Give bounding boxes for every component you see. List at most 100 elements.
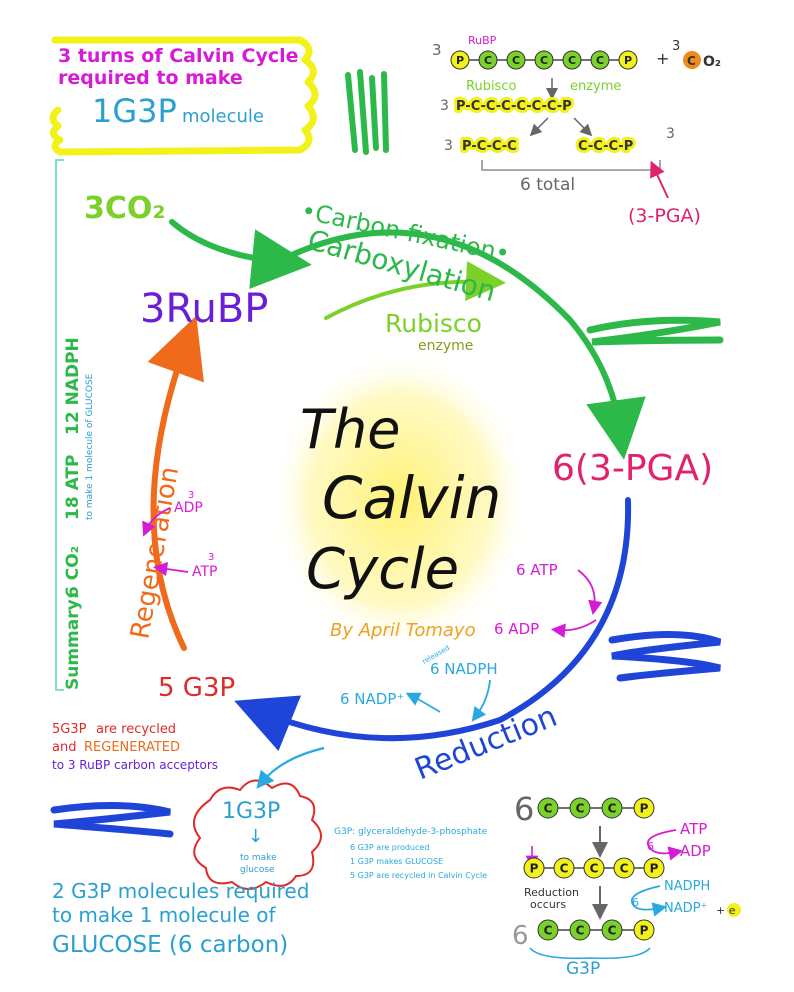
atom-label: P [624, 54, 632, 67]
split-left-chain: P-C-C-C [459, 136, 520, 157]
turns-note-big: 1G3P [92, 92, 177, 130]
total-bracket [481, 160, 661, 171]
atom-label: C [576, 923, 585, 937]
center-title: The Calvin Cycle By April Tomayo [270, 350, 530, 650]
regen-atp-arrow [152, 561, 189, 577]
recycle-line1a: 5G3P [52, 722, 87, 737]
chain-text: P-C-C-C-C-C-C-P [456, 99, 572, 114]
rubp-node: 3RuBP [140, 286, 268, 332]
def-line1: G3P: glyceraldehyde-3-phosphate [334, 827, 488, 837]
atom-label: C [590, 861, 599, 875]
rubp-plus: + [656, 49, 669, 68]
atom-label: C [544, 801, 553, 815]
br-six-a: 6 [647, 840, 654, 853]
cloud-g3p: 1G3P [222, 799, 280, 824]
adp-output-arrow [550, 619, 597, 638]
summary-atp: 18 ATP [63, 455, 83, 520]
fixation-arc [259, 229, 646, 460]
summary-bracket [55, 159, 64, 691]
g3p-definition: G3P: glyceraldehyde-3-phosphate 6 G3P ar… [334, 827, 488, 880]
atom-label: C [512, 54, 520, 67]
co2-oxygen: O₂ [703, 54, 721, 70]
summary-panel: Summary: 6 CO₂ 18 ATP 12 NADPH to make 1… [55, 159, 95, 691]
rubisco-enzyme-label: enzyme [418, 338, 473, 354]
blue-scribble-right [608, 630, 722, 682]
co2-entry-arrow [169, 219, 312, 289]
atom-label: C [568, 54, 576, 67]
regen-adp: ADP [174, 500, 203, 516]
regen-atp: ATP [192, 564, 217, 580]
br-six-c: 6 [512, 921, 529, 951]
br-plus-e: + e [716, 904, 736, 917]
atom-label: C [608, 923, 617, 937]
glucose-line3: GLUCOSE (6 carbon) [52, 932, 288, 958]
br-reduction-2: occurs [530, 898, 566, 911]
rubp-tag: RuBP [468, 34, 497, 47]
split-arrow-left [529, 117, 549, 137]
six-carbon-chain: P-C-C-C-C-C-C-P [453, 96, 575, 117]
green-scribble-right [586, 316, 724, 346]
regen-adp-count: 3 [188, 490, 194, 501]
phosphate-atom [643, 857, 665, 879]
br-adp: ADP [680, 842, 711, 860]
atom-label: C [544, 923, 553, 937]
phosphate-atom [618, 50, 638, 70]
co2-carbon: C [687, 54, 696, 68]
title-cycle: Cycle [306, 537, 459, 602]
nadph-input: 6 NADPH [430, 660, 498, 678]
br-reduction-1: Reduction [524, 886, 579, 899]
glucose-line2: to make 1 molecule of [52, 903, 276, 927]
def-line4: 5 G3P are recycled in Calvin Cycle [350, 871, 487, 880]
electron-dot [727, 903, 741, 917]
br-six-b: 6 [632, 896, 639, 909]
chain-text: P-C-C-C [462, 139, 517, 154]
atom-label: C [596, 54, 604, 67]
detail-big6: 6 [514, 790, 534, 828]
def-line2: 6 G3P are produced [350, 843, 429, 852]
title-byline: By April Tomayo [330, 620, 476, 641]
co2-carbon-atom [683, 51, 701, 69]
atom-label: C [484, 54, 492, 67]
atp-input-arrow [577, 569, 603, 616]
co2-input: 3CO₂ [84, 191, 166, 226]
atom-label: P [640, 923, 649, 937]
nadph-arrow [471, 679, 491, 722]
regeneration-label: Regeneration [125, 464, 185, 641]
recycle-line2a: and [52, 740, 76, 755]
nadp-output: 6 NADP⁺ [340, 690, 404, 708]
br-g3p: G3P [566, 959, 600, 979]
atom-label: C [540, 54, 548, 67]
chain-text: C-C-C-P [578, 139, 633, 154]
cloud-pointer-arrow [256, 746, 325, 789]
rubp-count: 3 [432, 41, 442, 59]
blue-scribble-left [50, 801, 174, 838]
turns-note-small: molecule [182, 106, 264, 127]
g3p-bracket [529, 947, 651, 960]
detail-rubisco: Rubisco [466, 79, 516, 94]
def-line3: 1 G3P makes GLUCOSE [350, 857, 443, 866]
co2-count: 3 [672, 39, 680, 54]
br-nadp: NADP⁺ [664, 901, 707, 916]
turns-note: 3 turns of Calvin Cycle required to make… [49, 36, 319, 156]
rubisco-label: Rubisco [385, 309, 482, 338]
center-glow [270, 350, 530, 650]
title-calvin: Calvin [322, 464, 501, 532]
recycle-line1b: are recycled [96, 722, 176, 737]
summary-nadph: 12 NADPH [63, 337, 83, 435]
glucose-line1: 2 G3P molecules required [52, 879, 309, 903]
br-nadph: NADPH [664, 879, 710, 894]
reduction-arc [234, 497, 632, 752]
summary-label: Summary: [63, 592, 83, 690]
turns-note-line1: 3 turns of Calvin Cycle [58, 45, 299, 67]
reduction-label: Reduction [410, 699, 562, 788]
detail-pga-label: (3-PGA) [628, 205, 701, 227]
total-label: 6 total [520, 175, 575, 195]
regen-adp-arrow [142, 507, 171, 537]
atom-label: C [576, 801, 585, 815]
cloud-note-2: glucose [240, 865, 275, 875]
rubisco-arrow [324, 261, 506, 320]
